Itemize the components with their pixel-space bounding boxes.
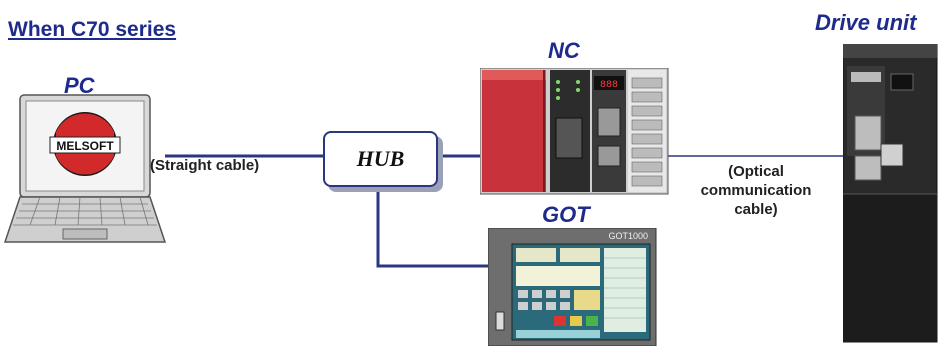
melsoft-logo-text: MELSOFT — [56, 139, 114, 153]
drive-unit-image — [843, 44, 938, 343]
optical-cable-line-1: (Optical — [728, 163, 784, 180]
optical-cable-line-3: cable) — [734, 201, 778, 218]
line-hub-got — [376, 185, 492, 268]
got-model-text: GOT1000 — [608, 231, 648, 241]
nc-label: NC — [548, 38, 580, 63]
straight-cable-label: (Straight cable) — [150, 157, 260, 174]
drive-unit-label: Drive unit — [815, 10, 917, 35]
optical-cable-line-2: communication — [700, 182, 812, 199]
got-label: GOT — [542, 202, 590, 227]
laptop-icon: MELSOFT — [3, 94, 167, 243]
hub-label: HUB — [356, 146, 405, 171]
diagram-title: When C70 series — [8, 18, 177, 41]
nc-unit-image: 888 — [480, 68, 669, 195]
got-panel-image: GOT1000 — [488, 228, 657, 346]
optical-cable-label: (Optical communication cable) — [694, 162, 818, 219]
pc-label: PC — [64, 73, 95, 98]
hub-box: HUB — [323, 131, 438, 187]
nc-display-text: 888 — [600, 80, 618, 91]
